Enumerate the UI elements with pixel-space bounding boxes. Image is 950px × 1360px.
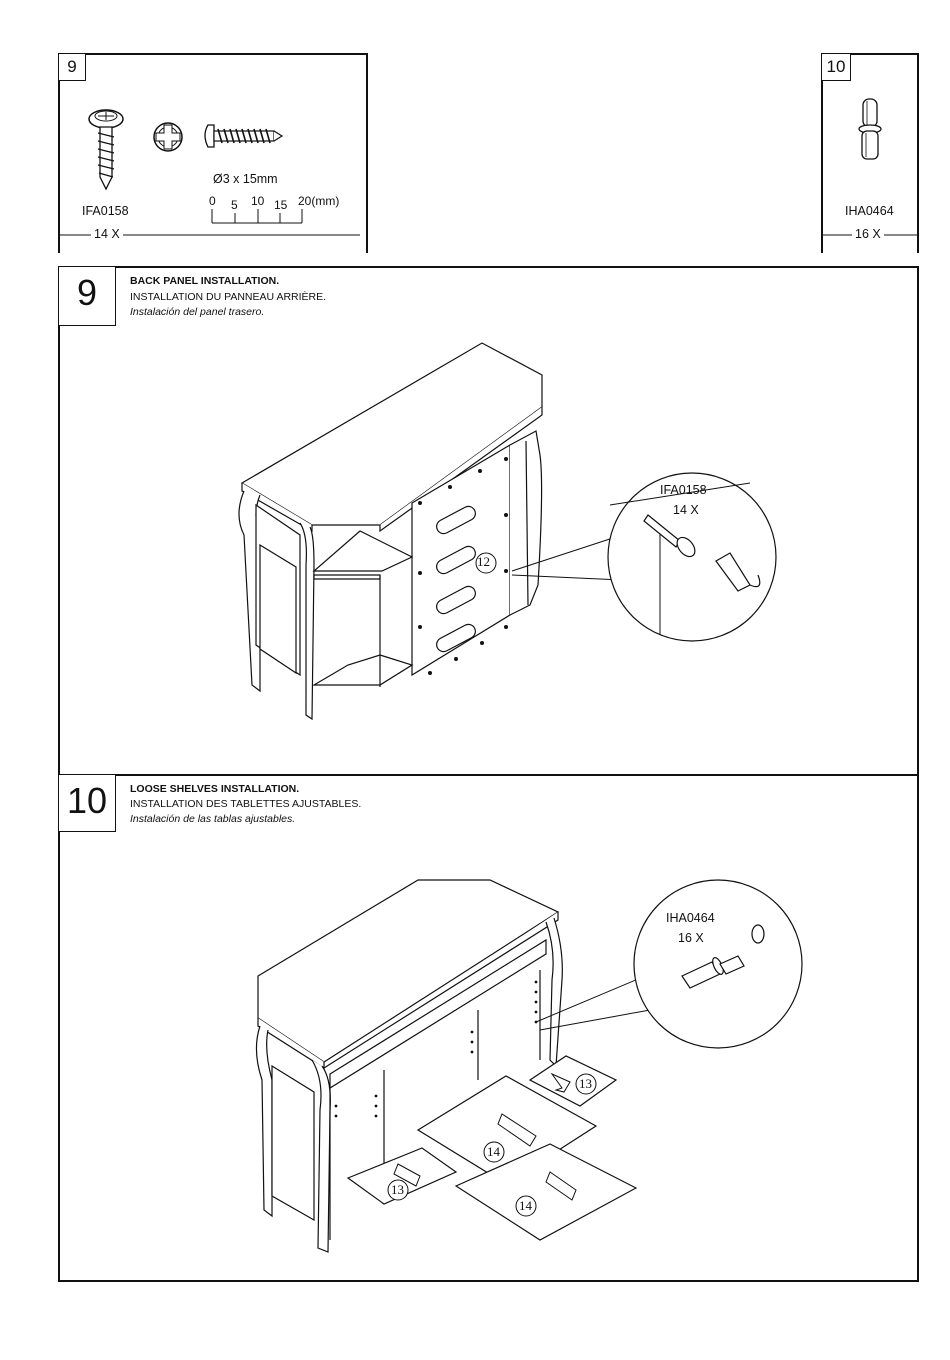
step-title-es: Instalación del panel trasero. (130, 306, 264, 318)
measurement-scale (212, 209, 302, 223)
scale-tick-20: 20(mm) (298, 194, 339, 208)
shelf-pin-illustration (823, 85, 917, 250)
part-label-13: 13 (579, 1076, 592, 1092)
phillips-head-icon (154, 123, 182, 151)
step-title-fr: INSTALLATION DU PANNEAU ARRIÈRE. (130, 291, 326, 303)
screw-size-label: Ø3 x 15mm (213, 172, 278, 186)
part-label-14: 14 (519, 1198, 532, 1214)
callout-quantity: 14 X (673, 503, 699, 517)
callout-code: IFA0158 (660, 483, 707, 497)
scale-tick-5: 5 (231, 198, 238, 212)
scale-tick-15: 15 (274, 198, 287, 212)
step-title-en: BACK PANEL INSTALLATION. (130, 275, 279, 287)
part-label-13: 13 (391, 1182, 404, 1198)
step-title-es: Instalación de las tablas ajustables. (130, 813, 295, 825)
step-number: 9 (58, 266, 116, 326)
callout-code: IHA0464 (666, 911, 715, 925)
scale-tick-0: 0 (209, 194, 216, 208)
back-panel-diagram (230, 335, 790, 725)
callout-circle (608, 473, 776, 641)
part-label-14: 14 (487, 1144, 500, 1160)
hardware-quantity: 14 X (91, 227, 123, 241)
hardware-quantity: 16 X (852, 227, 884, 241)
part-label-12: 12 (477, 554, 490, 570)
callout-quantity: 16 X (678, 931, 704, 945)
hardware-step-number: 10 (821, 53, 851, 81)
screw-illustration (60, 85, 360, 250)
step-number: 10 (58, 774, 116, 832)
hardware-step-number: 9 (58, 53, 86, 81)
shelf-pin-icon (859, 99, 881, 159)
step-title-fr: INSTALLATION DES TABLETTES AJUSTABLES. (130, 798, 361, 810)
step-title-en: LOOSE SHELVES INSTALLATION. (130, 783, 299, 795)
hardware-code: IHA0464 (845, 204, 894, 218)
screw-actual-size-icon (205, 125, 282, 147)
screw-side-icon (89, 110, 123, 189)
scale-tick-10: 10 (251, 194, 264, 208)
hardware-code: IFA0158 (82, 204, 129, 218)
